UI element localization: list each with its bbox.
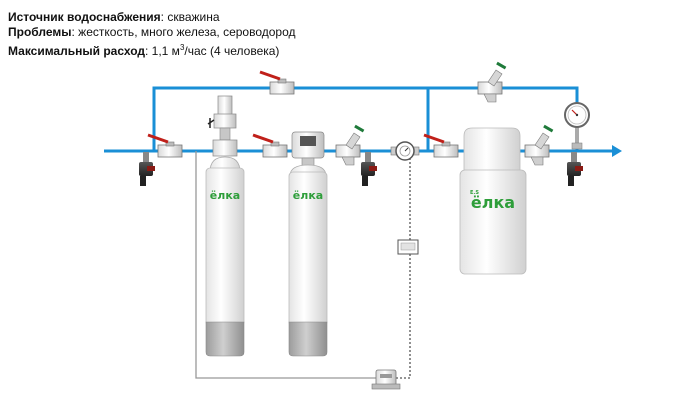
bypass-ball-valve-icon — [259, 70, 295, 95]
drain-lines — [195, 151, 411, 379]
sample-tap-icon — [139, 152, 155, 186]
strainer-valve-icon — [524, 124, 554, 166]
source-line: Источник водоснабжения: скважина — [8, 10, 296, 25]
strainer-valve-icon — [335, 124, 365, 166]
softener-cabinet: E.S ёлка — [459, 127, 527, 275]
control-line — [394, 158, 411, 379]
filter2-brand-logo: ёлка — [293, 189, 323, 202]
filter1-brand-logo: ёлка — [210, 189, 240, 202]
source-value: : скважина — [160, 10, 220, 24]
softening-filter: ёлка — [288, 131, 328, 357]
bypass-strainer-valve-icon — [477, 61, 507, 103]
problems-label: Проблемы — [8, 25, 72, 39]
flow-arrow-icon — [612, 145, 622, 157]
ball-valve-icon — [147, 133, 183, 158]
flow-value-prefix: : 1,1 м — [145, 44, 180, 58]
pipes — [104, 86, 612, 153]
ball-valve-icon — [423, 133, 459, 158]
drain-line-filter — [195, 151, 378, 379]
problems-value: : жесткость, много железа, сероводород — [71, 25, 296, 39]
sample-tap-icon — [361, 152, 377, 186]
flow-value-sup: 3 — [179, 43, 185, 52]
softener-brand-logo: ёлка — [471, 193, 515, 212]
source-label: Источник водоснабжения — [8, 10, 161, 24]
pump-icon — [371, 369, 401, 390]
flow-label: Максимальный расход — [8, 44, 145, 58]
flow-line: Максимальный расход: 1,1 м3/час (4 челов… — [8, 40, 296, 59]
aeration-filter: ёлка — [205, 95, 245, 357]
sample-tap-icon — [567, 152, 583, 186]
info-block: Источник водоснабжения: скважина Проблем… — [8, 10, 296, 59]
softener-brand-small: E.S — [470, 190, 479, 196]
controller-box — [397, 239, 419, 255]
ball-valve-icon — [252, 133, 288, 158]
flow-value-suffix: /час (4 человека) — [184, 44, 280, 58]
problems-line: Проблемы: жесткость, много железа, серов… — [8, 25, 296, 40]
water-meter-icon — [390, 141, 420, 161]
pressure-gauge-icon — [564, 102, 590, 150]
